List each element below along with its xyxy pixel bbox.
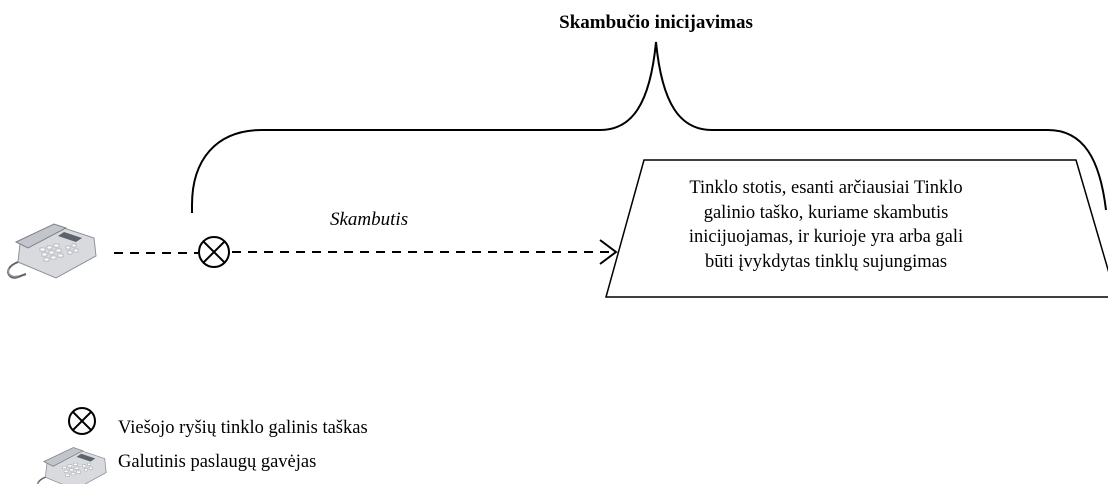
exchange-box-line: inicijuojamas, ir kurioje yra arba gali (688, 227, 964, 247)
exchange-box-text: Tinklo stotis, esanti arčiausiai Tinklo … (640, 176, 1012, 274)
legend-telephone-icon (36, 446, 107, 484)
exchange-box-line: Tinklo stotis, esanti arčiausiai Tinklo (689, 178, 963, 198)
exchange-box-line: galinio taško, kuriame skambutis (703, 202, 949, 223)
legend-end-user-label: Galutinis paslaugų gavėjas (118, 452, 317, 472)
crossed-circle-icon (198, 236, 230, 268)
exchange-box (605, 159, 1108, 298)
exchange-box-line: būti įvykdytas tinklų sujungimas (704, 251, 948, 272)
diagram-title: Skambučio inicijavimas (559, 12, 753, 33)
legend-endpoint-label: Viešojo ryšių tinklo galinis taškas (118, 418, 368, 438)
call-label: Skambutis (330, 209, 409, 230)
legend-crossed-circle-icon (68, 407, 96, 435)
call-arrow (232, 239, 618, 265)
bracket-brace (191, 41, 1107, 213)
telephone-icon (7, 223, 97, 279)
